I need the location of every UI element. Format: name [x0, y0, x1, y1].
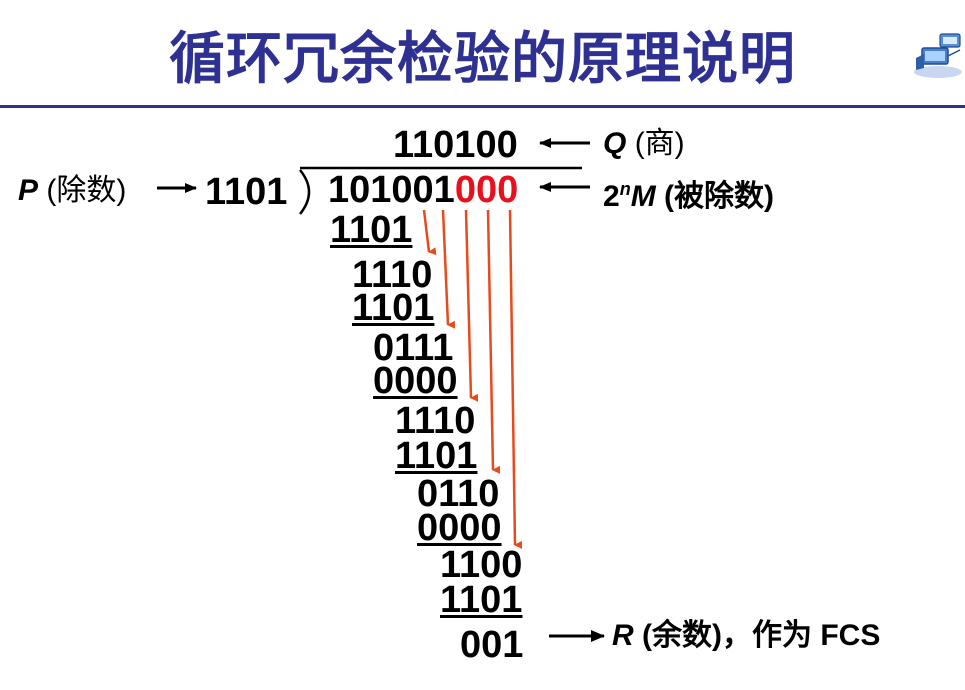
divisor-value: 1101 [205, 171, 288, 213]
division-step: 1110 [395, 400, 476, 442]
remainder-value: 001 [460, 624, 524, 666]
quotient-variable: Q [603, 127, 627, 160]
dividend-label: 2nM (被除数) [603, 172, 774, 214]
division-step: 0111 [373, 327, 454, 369]
divisor-variable: P [18, 174, 39, 207]
bring-down-arrow [441, 209, 456, 329]
remainder-description: (余数)，作为 FCS [642, 619, 881, 652]
division-step: 1101 [330, 209, 413, 251]
title-divider [0, 105, 965, 108]
bring-down-arrow [464, 209, 479, 402]
bring-down-arrow [508, 209, 523, 549]
dividend-digits: 101001 [328, 169, 455, 211]
division-step: 1101 [395, 435, 478, 477]
division-step: 1101 [352, 287, 435, 329]
division-step: 1110 [352, 254, 433, 296]
division-step: 0110 [417, 473, 500, 515]
quotient-value: 110100 [393, 124, 518, 166]
bring-down-arrow [486, 209, 501, 474]
remainder-label: R (余数)，作为 FCS [612, 619, 880, 653]
dividend-prefix: 2 [603, 180, 620, 213]
division-bracket [299, 169, 311, 215]
division-step: 0000 [373, 360, 458, 402]
bring-down-arrow [422, 209, 437, 256]
remainder-variable: R [612, 619, 634, 652]
divisor-description: (除数) [46, 174, 127, 207]
dividend-description: (被除数) [664, 180, 775, 213]
quotient-description: (商) [634, 127, 685, 160]
dividend-exponent: n [619, 179, 631, 199]
dividend-variable: M [630, 180, 656, 213]
page-title: 循环冗余检验的原理说明 [169, 27, 796, 92]
divisor-label: P (除数) [18, 174, 126, 208]
division-step: 0000 [417, 507, 502, 549]
appended-zeros: 000 [454, 169, 519, 211]
division-step: 1100 [440, 544, 523, 586]
network-computers-icon [914, 33, 962, 78]
quotient-label: Q (商) [603, 127, 685, 161]
dividend-value: 101001000 [328, 170, 518, 210]
division-step: 1101 [440, 579, 523, 621]
